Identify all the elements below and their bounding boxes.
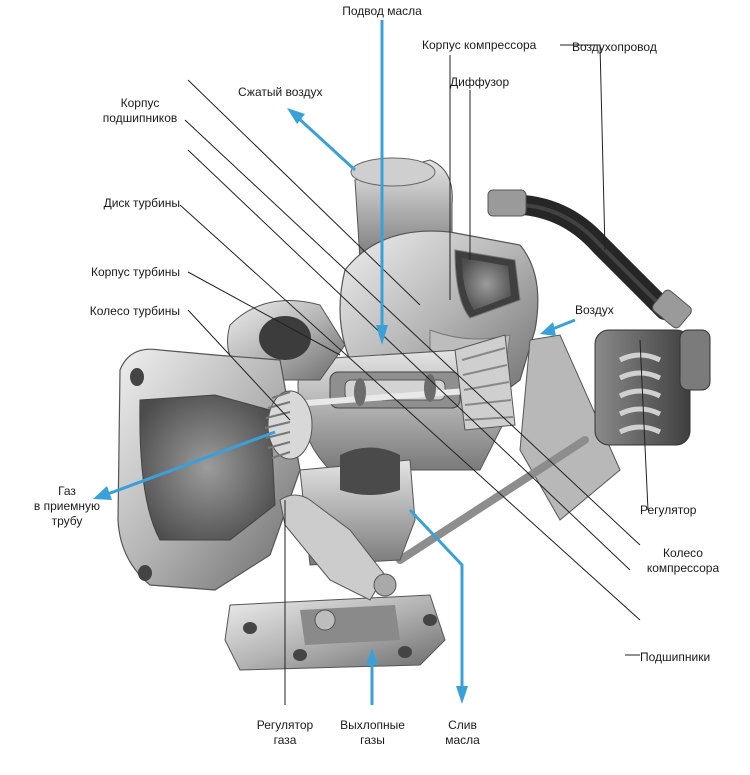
air-duct-hose bbox=[487, 189, 692, 329]
compressor-wheel-shape bbox=[454, 334, 516, 431]
label-bearings: Подшипники bbox=[640, 650, 711, 664]
turbine-inlet-flange bbox=[117, 348, 301, 591]
label-gas-regulator: Регулятор газа bbox=[256, 718, 314, 747]
flow-arrows bbox=[93, 20, 576, 705]
label-air-duct: Воздухопровод bbox=[572, 40, 657, 54]
label-turbine-disk: Диск турбины bbox=[103, 196, 180, 210]
label-diffuser: Диффузор bbox=[450, 75, 510, 89]
label-bearing-housing: Корпус подшипников bbox=[102, 96, 178, 125]
label-turbine-wheel: Колесо турбины bbox=[89, 304, 180, 318]
leader-lines bbox=[179, 44, 649, 705]
label-oil-drain: Слив масла bbox=[445, 718, 480, 747]
label-exhaust-gases: Выхлопные газы bbox=[340, 718, 405, 747]
label-compressed-air: Сжатый воздух bbox=[238, 85, 323, 99]
label-oil-inlet: Подвод масла bbox=[342, 4, 422, 18]
label-air: Воздух bbox=[575, 303, 614, 317]
label-compressor-housing: Корпус компрессора bbox=[422, 38, 537, 52]
label-compressor-wheel: Колесо компрессора bbox=[646, 546, 720, 575]
label-regulator: Регулятор bbox=[640, 503, 697, 517]
label-turbine-housing: Корпус турбины bbox=[90, 265, 180, 279]
label-gas-to-pipe: Газ в приемную трубу bbox=[33, 484, 101, 528]
exhaust-outlet-shape bbox=[224, 447, 446, 671]
